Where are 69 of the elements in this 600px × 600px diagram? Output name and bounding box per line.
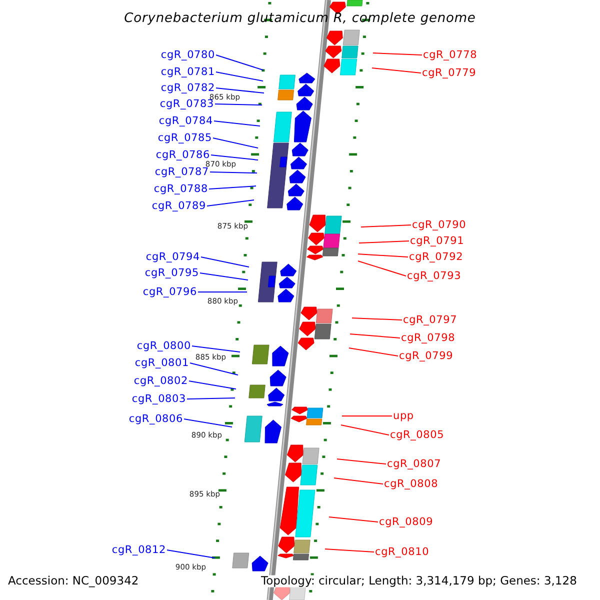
gene-label: cgR_0778: [423, 50, 478, 60]
leader-line: [200, 256, 250, 268]
gene-label: cgR_0803: [132, 394, 186, 404]
gene-label: cgR_0795: [144, 268, 199, 278]
gene-label: cgR_0797: [403, 314, 458, 326]
leader-line: [216, 88, 264, 94]
gene-label: cgR_0798: [401, 332, 456, 344]
gene-label: cgR_0794: [146, 252, 200, 262]
leader-line: [352, 318, 402, 320]
leader-line: [360, 224, 412, 228]
leader-line: [184, 418, 232, 428]
gene-label: cgR_0787: [154, 166, 209, 178]
footer-note: Accession: NC_009342: [8, 575, 139, 587]
gene-label: cgR_0809: [379, 516, 434, 528]
gene-label: cgR_0788: [154, 184, 208, 194]
gene-label: cgR_0793: [407, 270, 462, 282]
gene-label: cgR_0807: [387, 458, 442, 470]
leader-line: [324, 548, 374, 552]
gene-label: cgR_0801: [134, 358, 189, 368]
leader-line: [328, 516, 378, 522]
gene-label: cgR_0808: [384, 478, 438, 490]
gene-label: cgR_0800: [136, 340, 191, 352]
gene-label: cgR_0791: [410, 236, 464, 246]
leader-line: [372, 68, 422, 74]
leader-line: [340, 424, 390, 436]
title: Corynebacterium glutamicum R, complete genome: [124, 12, 476, 25]
gene-label: cgR_0812: [112, 544, 166, 556]
leader-line: [200, 272, 248, 280]
gene-label: cgR_0802: [134, 376, 188, 386]
leader-line: [214, 104, 262, 106]
leader-line: [192, 346, 240, 352]
leader-line: [210, 172, 258, 174]
leader-line: [214, 120, 260, 126]
leader-line: [166, 550, 216, 558]
leader-line: [210, 154, 258, 160]
leader-line: [358, 254, 408, 258]
leader-line: [212, 138, 258, 148]
leader-line: [188, 380, 236, 390]
gene-label: cgR_0783: [160, 98, 214, 110]
leader-line: [350, 334, 400, 338]
gene-label: cgR_0796: [142, 286, 197, 298]
leader-line: [216, 54, 264, 70]
gene-label: cgR_0792: [409, 252, 464, 262]
gene-label: cgR_0782: [160, 82, 215, 94]
gene-label: cgR_0785: [158, 132, 212, 144]
leader-line: [186, 398, 236, 400]
gene-label: cgR_0781: [160, 66, 215, 78]
gene-label: cgR_0790: [412, 220, 466, 230]
gene-label: cgR_0784: [158, 116, 213, 126]
gene-label: cgR_0789: [152, 200, 206, 212]
leader-line: [208, 186, 256, 190]
gene-label: cgR_0806: [128, 414, 183, 424]
gene-label: cgR_0780: [160, 50, 215, 60]
leader-line: [372, 52, 422, 56]
leader-line: [334, 478, 384, 484]
gene-label: cgR_0786: [156, 150, 210, 160]
gene-label: cgR_0779: [422, 68, 476, 78]
gene-label: cgR_0799: [399, 350, 454, 362]
gene-label: cgR_0810: [375, 546, 430, 558]
gene-label: upp: [393, 410, 414, 422]
gene-label: cgR_0805: [390, 430, 444, 440]
leader-line: [358, 260, 406, 276]
footer-note: Topology: circular; Length: 3,314,179 bp; Genes: 3,128: [261, 575, 577, 587]
leader-line: [190, 362, 238, 376]
leader-line: [216, 72, 264, 82]
leader-line: [206, 200, 254, 206]
leader-line: [358, 240, 410, 244]
leader-line: [336, 458, 386, 464]
leader-line: [348, 348, 398, 356]
